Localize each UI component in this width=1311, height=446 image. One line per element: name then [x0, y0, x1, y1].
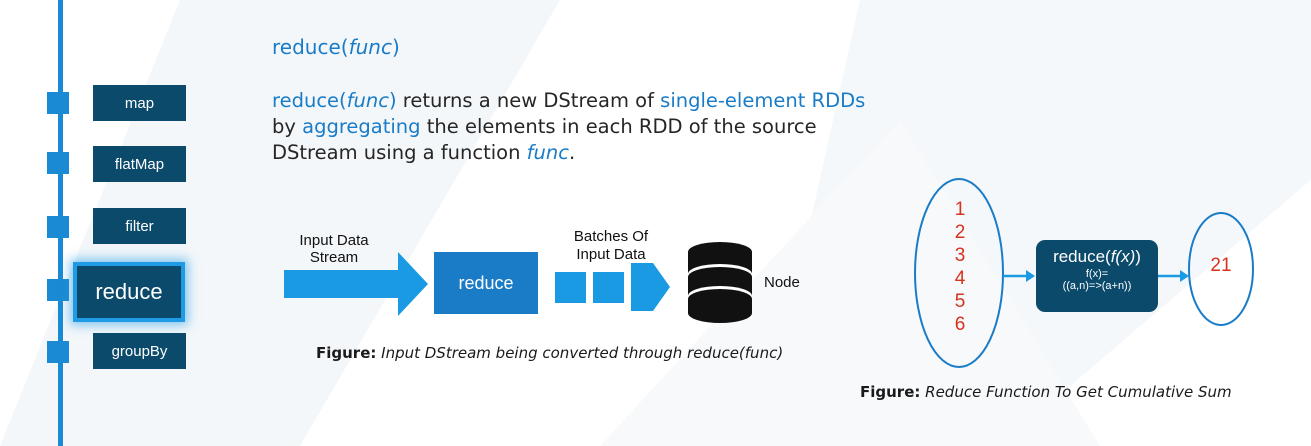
- timeline-node: [47, 216, 69, 238]
- nav-item-filter[interactable]: filter: [93, 208, 186, 244]
- nav-item-map[interactable]: map: [93, 85, 186, 121]
- page-title: reduce(func): [272, 35, 400, 59]
- node-label: Node: [764, 274, 800, 291]
- figure1-caption: Figure: Input DStream being converted th…: [316, 344, 784, 362]
- nav-item-reduce[interactable]: reduce: [73, 262, 185, 322]
- description: reduce(func) returns a new DStream of si…: [272, 89, 866, 164]
- database-icon: [688, 242, 752, 323]
- timeline-node: [47, 279, 69, 301]
- input-value: 2: [954, 222, 966, 243]
- function-lambda: ((a,n)=>(a+n)): [1062, 280, 1132, 292]
- input-values-ellipse: [914, 178, 1004, 368]
- timeline-node: [47, 152, 69, 174]
- result-ellipse: [1188, 212, 1254, 326]
- function-title: reduce(f(x)): [1053, 247, 1141, 266]
- reduce-process-box: reduce: [434, 252, 538, 314]
- input-value: 6: [954, 314, 966, 335]
- reduce-function-box: reduce(f(x)) f(x)= ((a,n)=>(a+n)): [1036, 240, 1158, 312]
- input-value: 5: [954, 291, 966, 312]
- timeline-node: [47, 92, 69, 114]
- timeline-node: [47, 341, 69, 363]
- input-value: 1: [954, 199, 966, 220]
- result-value: 21: [1210, 255, 1232, 276]
- function-definition: f(x)=: [1085, 268, 1109, 280]
- nav-item-groupby[interactable]: groupBy: [93, 333, 186, 369]
- input-values-list: 1 2 3 4 5 6: [950, 198, 970, 336]
- input-stream-arrow: [284, 252, 428, 316]
- batches-arrow: [555, 263, 670, 311]
- input-value: 3: [954, 245, 966, 266]
- input-value: 4: [954, 268, 966, 289]
- nav-item-flatmap[interactable]: flatMap: [93, 146, 186, 182]
- figure2-caption: Figure: Reduce Function To Get Cumulativ…: [860, 383, 1232, 401]
